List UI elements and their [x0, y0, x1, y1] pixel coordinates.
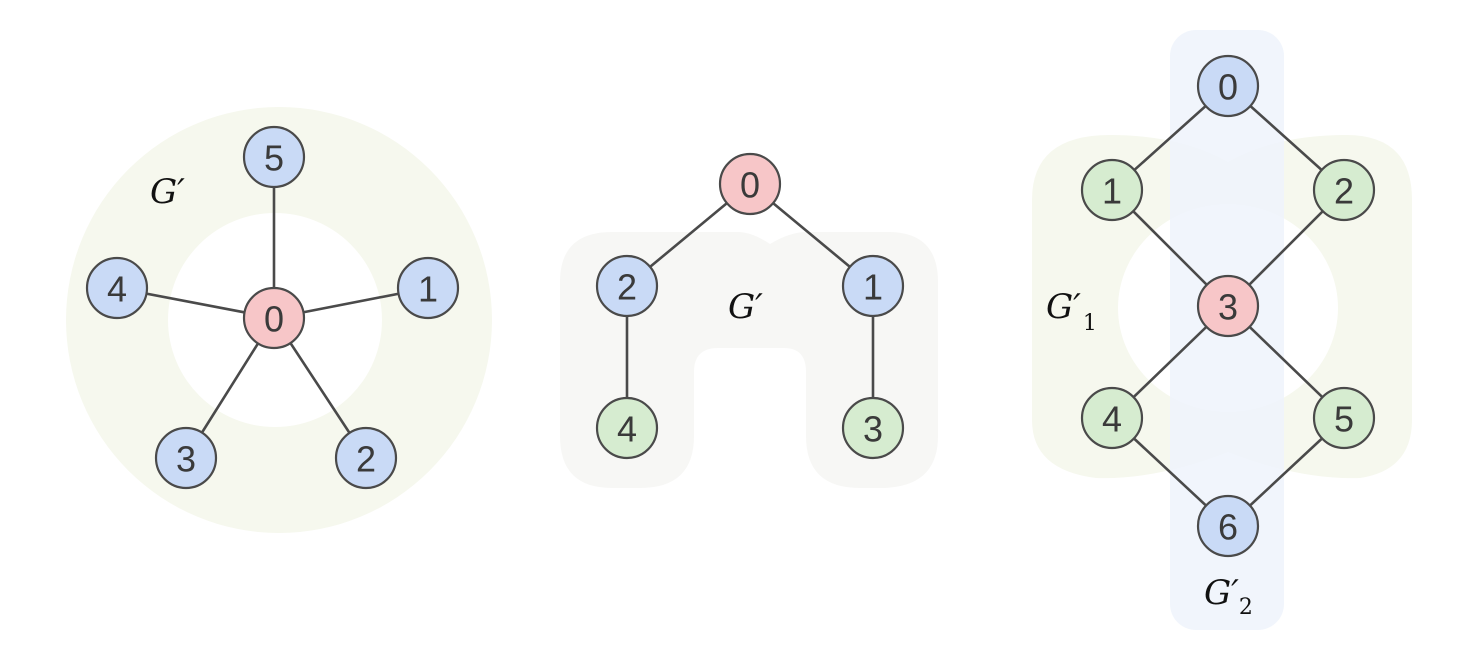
node-3: 3: [1196, 274, 1260, 338]
svg-text:5: 5: [1334, 399, 1354, 440]
svg-text:4: 4: [1102, 399, 1122, 440]
g2-label: G′2: [1204, 573, 1253, 620]
svg-text:3: 3: [863, 409, 883, 450]
svg-text:3: 3: [176, 439, 196, 480]
svg-text:1: 1: [1102, 171, 1122, 212]
svg-text:1: 1: [418, 269, 438, 310]
star-graph-label: G′: [150, 172, 185, 212]
node-1: 1: [841, 254, 905, 318]
svg-text:0: 0: [1218, 67, 1238, 108]
node-0: 0: [718, 152, 782, 216]
node-0: 0: [1196, 54, 1260, 118]
star-region: [66, 107, 492, 533]
graph-tree: G′ 0 2 1 4 3: [560, 152, 938, 488]
svg-text:1: 1: [863, 267, 883, 308]
svg-text:6: 6: [1218, 507, 1238, 548]
node-5: 5: [1312, 386, 1376, 450]
svg-text:4: 4: [107, 269, 127, 310]
node-2: 2: [595, 254, 659, 318]
node-6: 6: [1196, 494, 1260, 558]
node-1: 1: [1080, 158, 1144, 222]
node-4: 4: [1080, 386, 1144, 450]
graph-star: G′ 5 4 1 3 2 0: [66, 107, 492, 533]
node-5: 5: [242, 125, 306, 189]
tree-graph-label: G′: [728, 287, 763, 327]
svg-text:2: 2: [617, 267, 637, 308]
svg-text:5: 5: [264, 138, 284, 179]
svg-text:3: 3: [1218, 287, 1238, 328]
node-2: 2: [1312, 158, 1376, 222]
node-3: 3: [841, 396, 905, 460]
node-1: 1: [396, 256, 460, 320]
svg-text:0: 0: [740, 165, 760, 206]
graph-diamond: G′1 G′2 0 1 2 3 4 5: [1032, 30, 1412, 630]
node-4: 4: [595, 396, 659, 460]
node-3: 3: [154, 426, 218, 490]
svg-text:0: 0: [264, 299, 284, 340]
svg-text:2: 2: [356, 439, 376, 480]
node-2: 2: [334, 426, 398, 490]
g1-label: G′1: [1046, 287, 1097, 336]
node-4: 4: [85, 256, 149, 320]
node-0: 0: [242, 286, 306, 350]
svg-text:2: 2: [1334, 171, 1354, 212]
svg-text:4: 4: [617, 409, 637, 450]
